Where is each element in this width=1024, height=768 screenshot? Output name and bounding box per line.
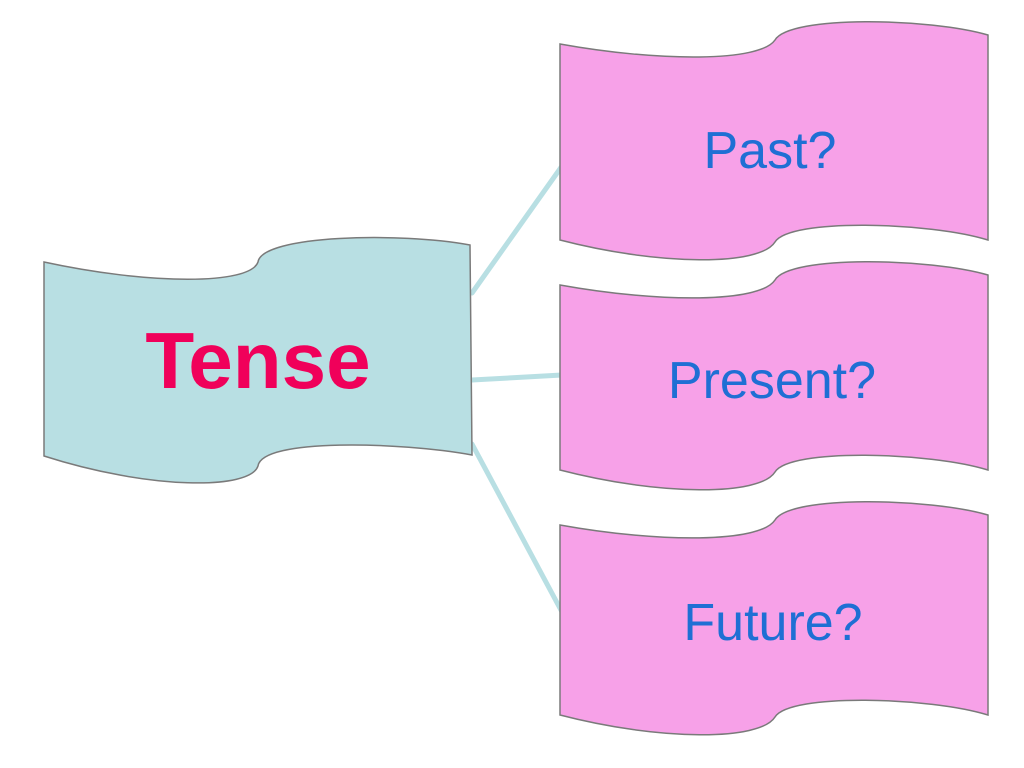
branch-label-past: Past? bbox=[704, 122, 837, 180]
connector-future bbox=[469, 441, 565, 615]
branch-node-present: Present? bbox=[559, 261, 989, 491]
branch-banner-shape-present bbox=[559, 261, 989, 491]
branch-label-present: Present? bbox=[668, 352, 876, 410]
branch-banner-shape-past bbox=[559, 21, 989, 261]
root-banner-shape bbox=[43, 236, 473, 484]
connector-present bbox=[469, 372, 565, 383]
branch-label-future: Future? bbox=[683, 594, 862, 652]
connector-past bbox=[469, 163, 565, 296]
connectors bbox=[469, 163, 565, 615]
root-label: Tense bbox=[145, 316, 370, 405]
branch-node-past: Past? bbox=[559, 21, 989, 261]
root-node: Tense bbox=[43, 236, 473, 484]
branch-node-future: Future? bbox=[559, 501, 989, 736]
branch-banner-shape-future bbox=[559, 501, 989, 736]
